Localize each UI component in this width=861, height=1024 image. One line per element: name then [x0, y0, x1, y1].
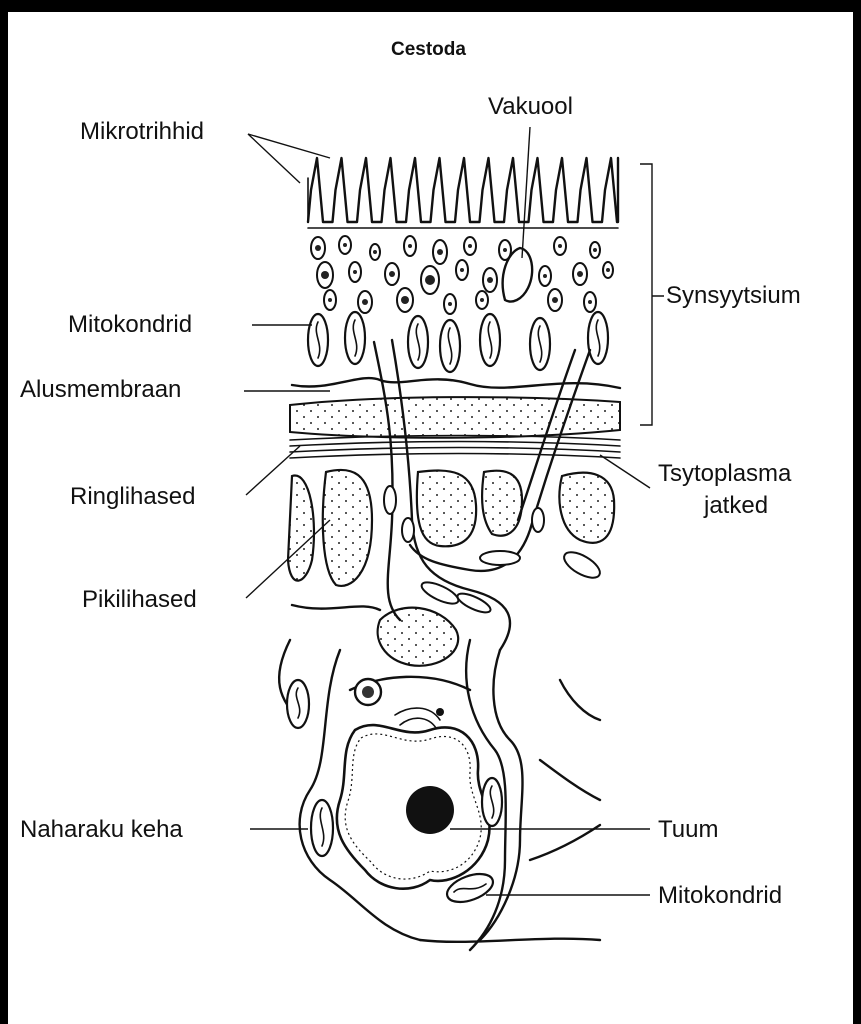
synsytium-vesicle-core — [468, 244, 472, 248]
diagram-title: Cestoda — [391, 40, 466, 59]
label-ringlihased: Ringlihased — [70, 485, 195, 509]
synsytium-lower-edge — [292, 378, 620, 388]
synsytium-vesicle-core — [408, 244, 412, 248]
synsytium-vesicle-core — [606, 268, 610, 272]
synsytium-vesicle-core — [593, 248, 597, 252]
synsytium-vesicle-core — [373, 250, 377, 254]
synsytium-vesicle-core — [401, 296, 409, 304]
synsytium-vesicle-core — [389, 271, 395, 277]
synsytium-vesicle-core — [315, 245, 321, 251]
label-vakuool: Vakuool — [488, 95, 573, 119]
label-pikilihased: Pikilihased — [82, 588, 197, 612]
longitudinal-muscles — [288, 470, 614, 666]
synsytium-vesicle-core — [460, 268, 464, 272]
label-naharaku-keha: Naharaku keha — [20, 818, 183, 842]
synsytium-vesicle-core — [448, 302, 452, 306]
label-tuum: Tuum — [658, 818, 718, 842]
synsytium-vesicle-core — [577, 271, 583, 277]
microtriches-base-line — [308, 178, 618, 228]
label-tsytoplasma: Tsytoplasma — [658, 462, 791, 486]
synsytium-vesicle-core — [343, 243, 347, 247]
synsytium-vesicle-core — [503, 248, 507, 252]
synsytium-vesicle-core — [480, 298, 484, 302]
synsytium-vesicle-core — [558, 244, 562, 248]
synsytium-vesicle-core — [362, 299, 368, 305]
synsytium-vesicle-core — [353, 270, 357, 274]
label-mikrotrihhid: Mikrotrihhid — [80, 120, 204, 144]
label-mitokondrid-top: Mitokondrid — [68, 313, 192, 337]
label-synsyytsium: Synsyytsium — [666, 284, 801, 308]
nucleolus — [406, 786, 454, 834]
synsytium-vesicle-core — [437, 249, 443, 255]
circular-muscle-lines — [290, 436, 620, 459]
synsytium-vesicle-core — [425, 275, 435, 285]
synsytium-vesicle-core — [588, 300, 592, 304]
synsytium-vesicle-core — [321, 271, 329, 279]
synsytium-vesicle-core — [543, 274, 547, 278]
synsytium-organelles — [308, 236, 613, 372]
label-mitokondrid-bottom: Mitokondrid — [658, 884, 782, 908]
synsytium-vesicle-core — [328, 298, 332, 302]
label-jatked: jatked — [704, 494, 768, 518]
synsytium-vesicle-core — [552, 297, 558, 303]
label-alusmembraan: Alusmembraan — [20, 378, 181, 402]
microtriches-layer — [308, 158, 618, 228]
synsytium-bracket — [640, 164, 664, 425]
microtriches-comb — [308, 158, 618, 222]
synsytium-vesicle-core — [487, 277, 493, 283]
